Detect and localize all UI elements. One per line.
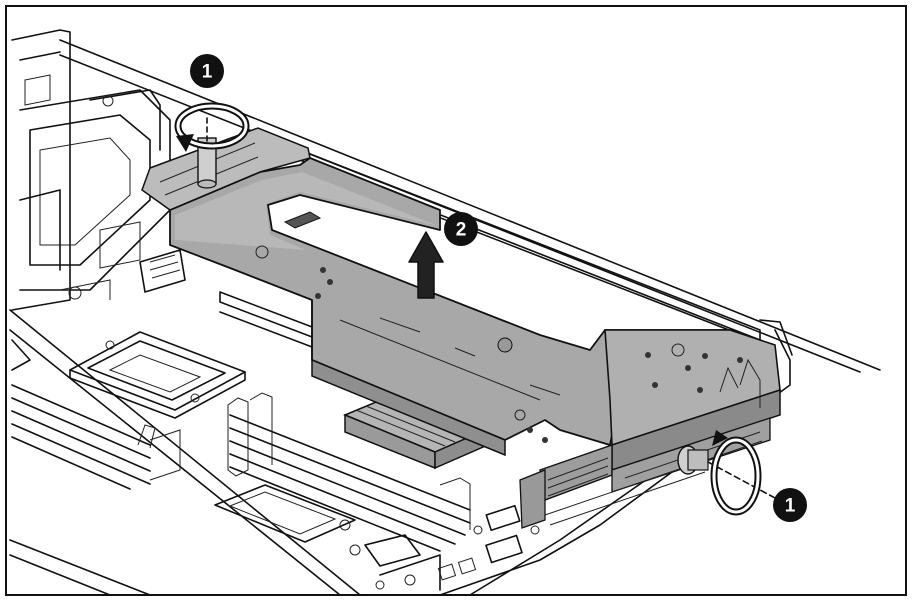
callout-1-top: 1 <box>190 54 224 88</box>
callout-label: 2 <box>456 220 467 241</box>
rear-io-ports <box>404 504 540 586</box>
callout-1-rear: 1 <box>773 488 807 522</box>
figure-frame <box>5 5 907 596</box>
pci-riser-cage <box>141 127 781 529</box>
board-components <box>214 484 441 591</box>
dimm-slots-center <box>227 392 471 552</box>
callout-label: 1 <box>785 496 796 517</box>
dimm-slots-left <box>11 384 181 490</box>
rotate-arrow-icon <box>174 102 250 152</box>
thumbscrew-rear <box>677 445 776 499</box>
up-arrow-icon <box>408 231 444 299</box>
callout-2-lift: 2 <box>444 212 478 246</box>
callout-label: 1 <box>202 62 213 83</box>
thumbscrew-top <box>197 117 217 189</box>
rotate-arrow-icon <box>710 430 762 516</box>
processor-socket <box>69 331 246 419</box>
